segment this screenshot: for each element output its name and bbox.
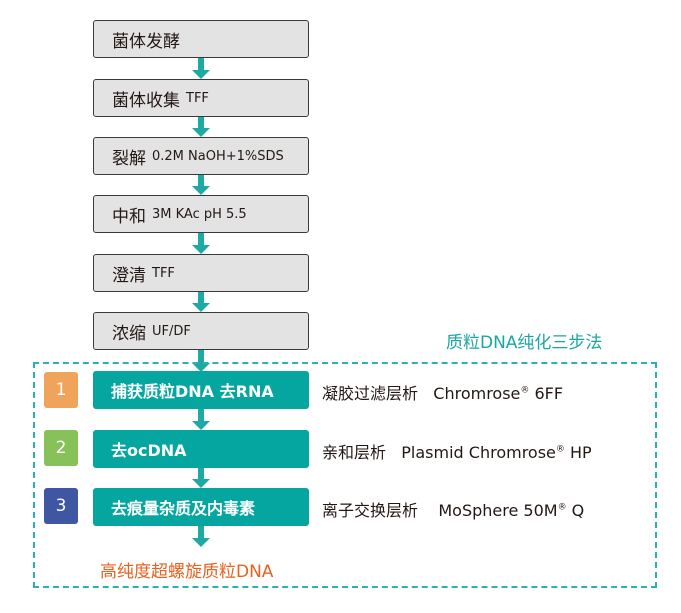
step-detail: UF/DF (152, 323, 191, 339)
step-harvest: 菌体收集 TFF (93, 79, 309, 117)
step-number-badge: 1 (44, 372, 78, 408)
purification-region (33, 362, 657, 588)
arrow-down-icon (192, 233, 210, 254)
arrow-down-icon (192, 350, 210, 372)
registered-mark: ® (555, 444, 565, 455)
step-label: 菌体发酵 (112, 31, 180, 52)
arrow-down-icon (192, 175, 210, 195)
method-name: 离子交换层析 (322, 501, 419, 520)
method-name: 凝胶过滤层析 (322, 384, 419, 403)
product-name: Plasmid Chromrose (401, 443, 556, 462)
step-detail: TFF (186, 90, 209, 106)
purification-step-1: 捕获质粒DNA 去RNA (93, 371, 309, 409)
product-suffix: Q (571, 501, 585, 520)
step-label: 澄清 (112, 265, 146, 286)
product-suffix: HP (570, 443, 592, 462)
method-name: 亲和层析 (322, 443, 387, 462)
product-suffix: 6FF (534, 384, 564, 403)
step-label: 菌体收集 (112, 90, 180, 111)
arrow-down-icon (192, 467, 210, 488)
step-clarification: 澄清 TFF (93, 254, 309, 292)
step-detail: TFF (152, 265, 175, 281)
method-description: 亲和层析 Plasmid Chromrose® HP (322, 439, 592, 463)
arrow-down-icon (192, 525, 210, 547)
method-description: 凝胶过滤层析 Chromrose® 6FF (322, 380, 563, 404)
arrow-down-icon (192, 58, 210, 79)
step-neutralization: 中和 3M KAc pH 5.5 (93, 195, 309, 233)
registered-mark: ® (557, 502, 567, 513)
arrow-down-icon (192, 117, 210, 137)
purification-title: 质粒DNA纯化三步法 (446, 333, 603, 353)
step-detail: 3M KAc pH 5.5 (152, 206, 247, 222)
purification-step-2: 去ocDNA (93, 430, 309, 468)
step-number-badge: 2 (44, 430, 78, 466)
method-description: 离子交换层析 MoSphere 50M® Q (322, 497, 584, 521)
step-label: 浓缩 (112, 323, 146, 344)
registered-mark: ® (520, 385, 530, 396)
arrow-down-icon (192, 409, 210, 430)
step-fermentation: 菌体发酵 (93, 20, 309, 58)
step-label: 裂解 (112, 148, 146, 169)
step-lysis: 裂解 0.2M NaOH+1%SDS (93, 137, 309, 175)
arrow-down-icon (192, 292, 210, 312)
product-name: Chromrose (433, 384, 521, 403)
step-detail: 0.2M NaOH+1%SDS (152, 148, 284, 164)
product-name: MoSphere 50M (438, 501, 558, 520)
purification-step-3: 去痕量杂质及内毒素 (93, 488, 309, 526)
step-concentration: 浓缩 UF/DF (93, 312, 309, 350)
step-number-badge: 3 (44, 488, 78, 524)
final-product: 高纯度超螺旋质粒DNA (100, 562, 274, 582)
step-label: 中和 (112, 206, 146, 227)
